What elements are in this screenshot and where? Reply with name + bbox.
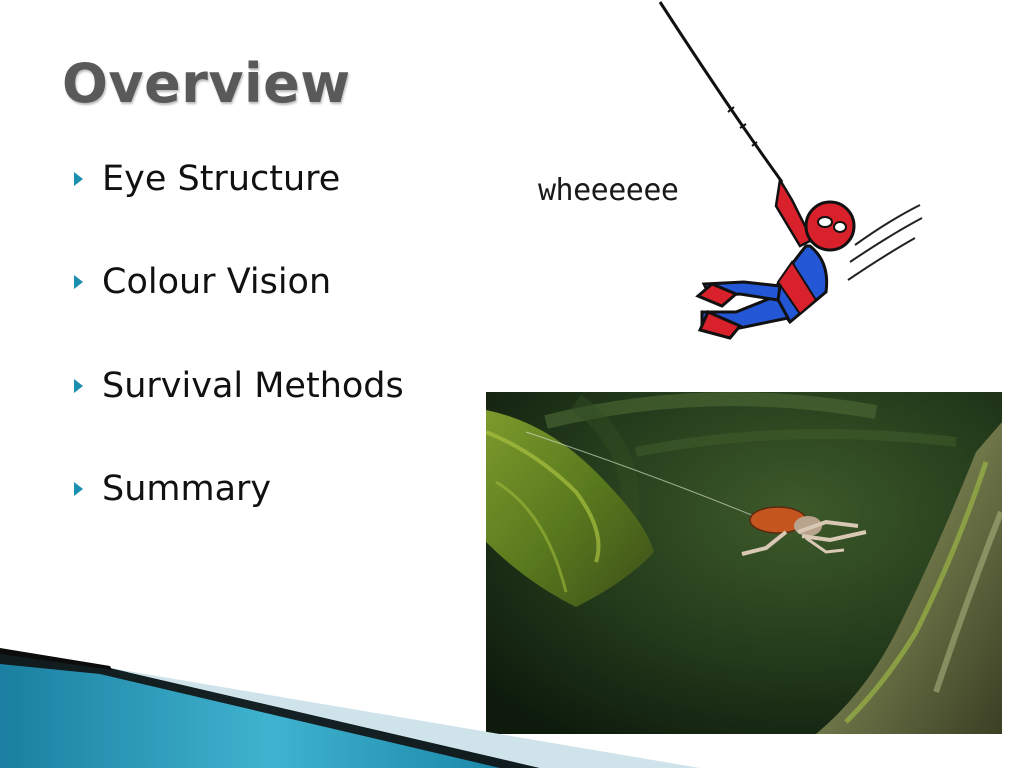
triangle-right-icon	[74, 275, 83, 290]
bullet-item: Colour Vision	[74, 262, 404, 373]
motion-line	[854, 204, 921, 246]
web-line	[658, 1, 784, 183]
bullet-text: Eye Structure	[102, 158, 341, 199]
triangle-right-icon	[74, 482, 83, 497]
bottom-swoosh-decoration	[0, 648, 700, 768]
bullet-item: Survival Methods	[74, 366, 404, 476]
bullet-text: Colour Vision	[102, 262, 332, 303]
bullet-item: Summary	[74, 469, 404, 580]
slide-title: Overview	[62, 52, 351, 115]
spider	[741, 506, 867, 556]
bullet-list: Eye Structure Colour Vision Survival Met…	[74, 159, 404, 580]
silk-thread	[525, 431, 755, 517]
cartoon-caption: wheeeeee	[538, 173, 679, 208]
left-mossy-branch	[486, 410, 654, 607]
jumping-spider-photo	[486, 392, 1002, 734]
triangle-right-icon	[74, 378, 83, 393]
right-mossy-trunk	[816, 422, 1002, 734]
bullet-text: Summary	[102, 469, 272, 510]
swinging-hero-cartoon: wheeeeee	[538, 1, 923, 340]
triangle-right-icon	[74, 171, 83, 186]
bullet-item: Eye Structure	[74, 159, 404, 269]
bullet-text: Survival Methods	[102, 365, 404, 406]
